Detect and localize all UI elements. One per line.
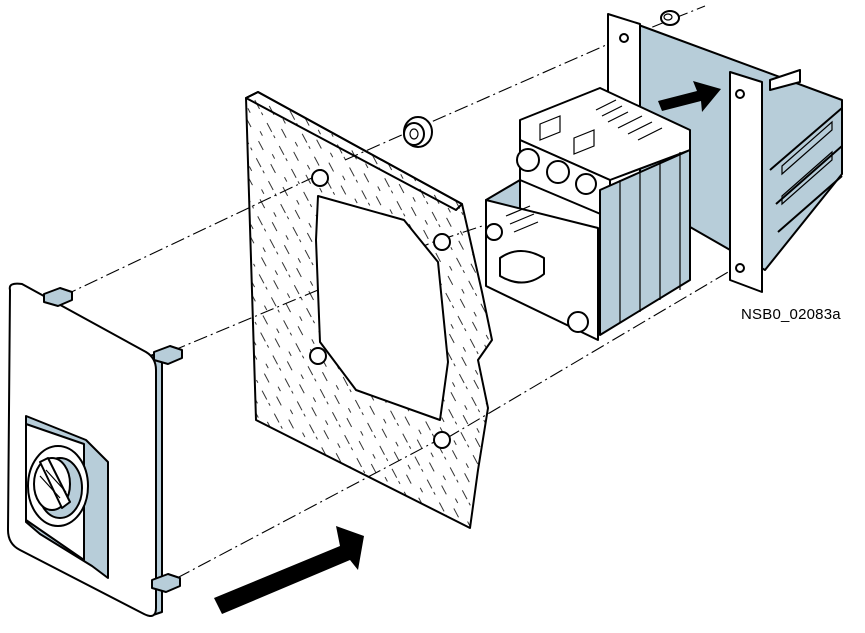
circuit-breaker — [485, 87, 691, 341]
gasket-plate — [245, 91, 493, 529]
front-handle-panel — [7, 282, 183, 617]
figure-reference-label: NSB0_02083a — [741, 306, 841, 323]
arrow-upper — [658, 81, 721, 112]
mounting-stud-mid — [153, 345, 183, 365]
arrow-lower — [214, 526, 364, 614]
mounting-stud-bottom — [151, 573, 181, 593]
spacer-nut-top — [660, 10, 680, 26]
spacer-nut-mid — [403, 116, 433, 148]
mounting-stud-top — [43, 287, 73, 307]
